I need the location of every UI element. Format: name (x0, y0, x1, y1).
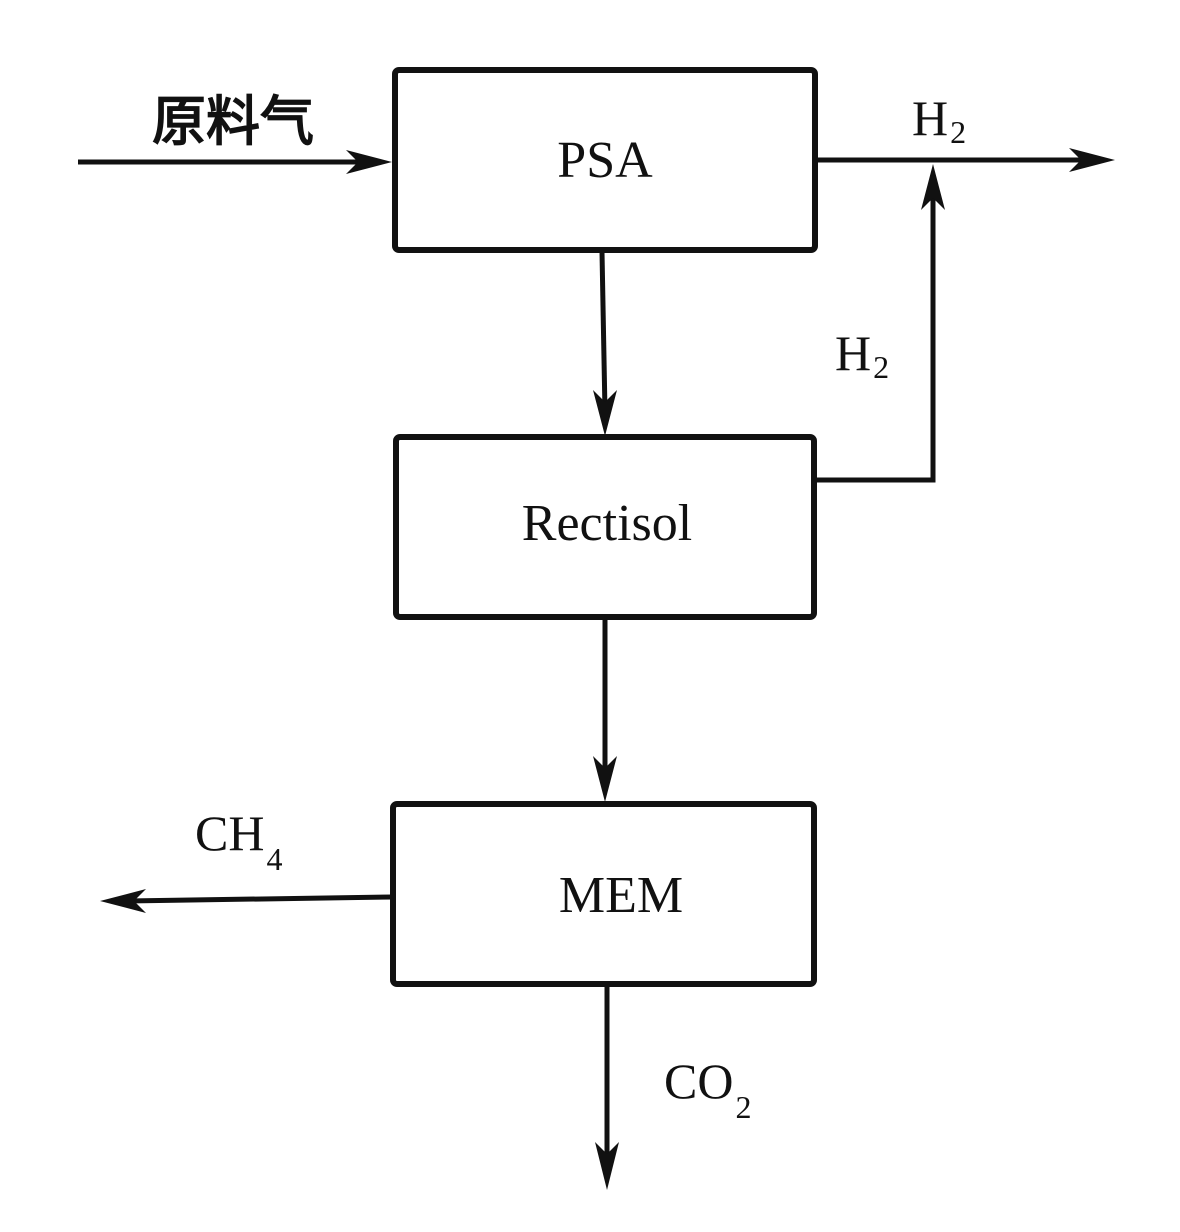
ch4-output-stream: CH4 (100, 805, 394, 913)
feed-stream: 原料气 (78, 89, 392, 174)
mem-label: MEM (559, 867, 683, 924)
h2-recycle-line (814, 190, 936, 483)
h2-recycle-arrowhead (921, 164, 945, 210)
psa-to-rectisol-line (599, 251, 608, 413)
ch4-output-line (124, 894, 394, 904)
rectisol-box (393, 434, 817, 620)
rectisol-to-mem-arrowhead (593, 756, 617, 802)
rectisol-unit: Rectisol (393, 434, 817, 620)
psa-label: PSA (557, 132, 653, 189)
rectisol-label: Rectisol (522, 495, 692, 552)
mem-box (390, 801, 817, 987)
mem-unit: MEM (390, 801, 817, 987)
psa-unit: PSA (392, 67, 818, 253)
ch4-output-label: CH4 (195, 805, 282, 877)
h2-recycle-stream: H2 (814, 164, 945, 483)
feed-arrowhead (346, 150, 392, 174)
co2-output-arrowhead (595, 1142, 619, 1190)
psa-to-rectisol-stream (593, 251, 617, 436)
h2-output-stream: H2 (815, 90, 1115, 172)
h2-recycle-label: H2 (835, 325, 889, 385)
h2-output-label: H2 (912, 90, 966, 150)
ch4-output-arrowhead (100, 889, 146, 913)
co2-output-label: CO2 (664, 1053, 751, 1125)
rectisol-to-mem-stream (593, 619, 617, 802)
psa-to-rectisol-arrowhead (593, 390, 617, 436)
feed-label: 原料气 (152, 89, 314, 153)
h2-output-arrowhead (1069, 148, 1115, 172)
co2-output-stream: CO2 (595, 986, 751, 1190)
